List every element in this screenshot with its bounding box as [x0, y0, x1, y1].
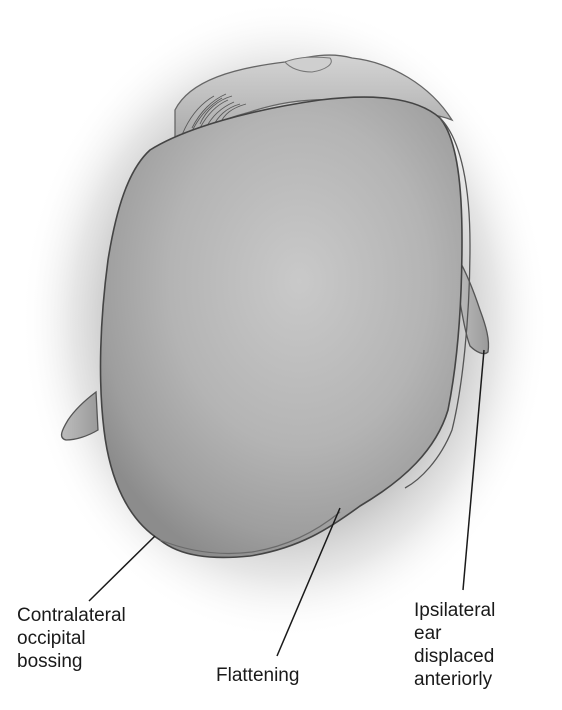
label-line: ear	[414, 622, 495, 645]
label-line: bossing	[17, 650, 126, 673]
label-line: occipital	[17, 627, 126, 650]
label-line: Contralateral	[17, 604, 126, 627]
label-ipsilateral-ear-displaced: Ipsilateral ear displaced anteriorly	[414, 599, 495, 691]
label-flattening: Flattening	[216, 664, 299, 687]
label-line: Ipsilateral	[414, 599, 495, 622]
label-line: Flattening	[216, 664, 299, 687]
label-contralateral-occipital-bossing: Contralateral occipital bossing	[17, 604, 126, 673]
label-line: anteriorly	[414, 668, 495, 691]
label-line: displaced	[414, 645, 495, 668]
